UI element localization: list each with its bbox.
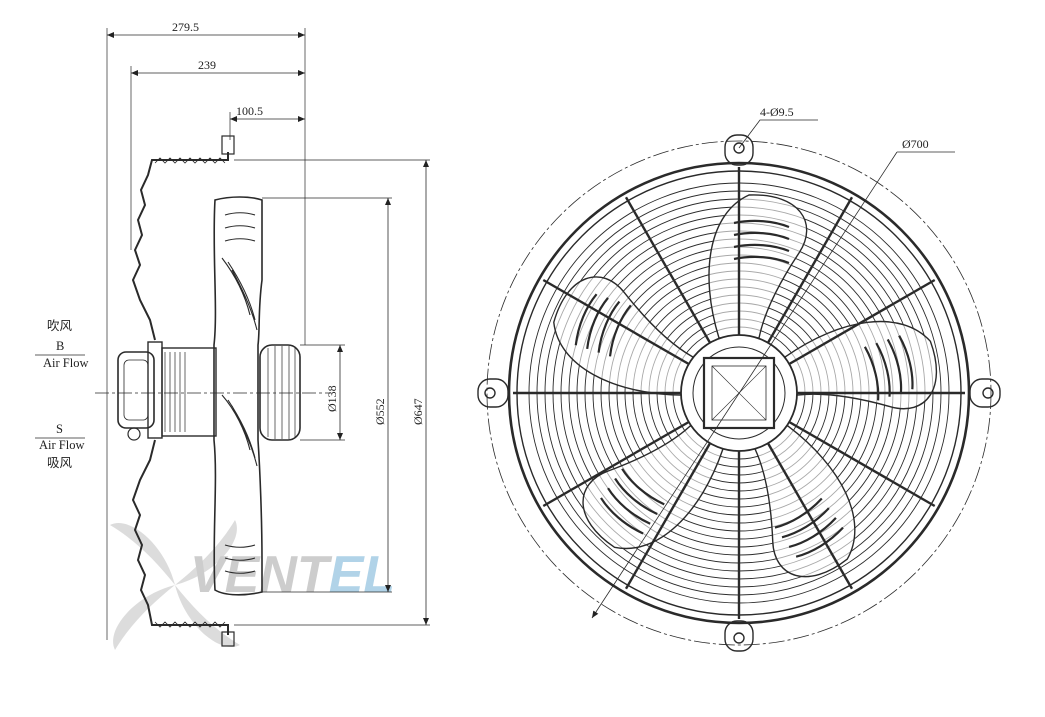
dim-mount-holes: 4-Ø9.5 xyxy=(760,105,794,119)
outer-ring-dashdot xyxy=(486,140,992,646)
airflow-blow-code: B xyxy=(56,339,64,353)
impeller-blade xyxy=(708,194,808,339)
dim-hub-offset: 100.5 xyxy=(236,104,263,118)
motor-fins xyxy=(164,352,186,432)
leader-outer-diameter xyxy=(591,151,898,619)
rotor-ribs xyxy=(267,346,296,439)
guard-spoke xyxy=(788,420,936,508)
guard-spoke xyxy=(542,420,690,508)
dim-overall-depth: 279.5 xyxy=(172,20,199,34)
airflow-suck-label: Air Flow xyxy=(39,438,85,452)
dim-outer-diameter: Ø700 xyxy=(902,137,929,151)
guard-spoke xyxy=(624,442,712,590)
side-view xyxy=(35,28,430,647)
logo-fan-icon xyxy=(110,520,240,650)
airflow-suck-cn: 吸风 xyxy=(47,456,73,470)
watermark-brand: VENTEL xyxy=(190,546,395,604)
front-view xyxy=(477,119,1001,652)
mount-foot-bottom xyxy=(221,631,235,647)
guard-spoke xyxy=(766,442,854,590)
watermark-logo: VENTEL xyxy=(110,520,395,650)
airflow-suck-code: S xyxy=(56,422,63,436)
mount-tab-bottom xyxy=(724,620,754,652)
guard-profile xyxy=(131,152,229,635)
guard-teeth-bottom xyxy=(154,621,226,628)
junction-box-inner xyxy=(711,365,767,421)
junction-box-bolt xyxy=(127,427,141,441)
leader-mount-holes xyxy=(738,119,818,149)
hub-inner xyxy=(692,346,786,440)
mount-foot-top xyxy=(221,135,235,155)
airflow-blow-cn: 吹风 xyxy=(47,319,73,333)
blade-profile xyxy=(213,196,263,596)
dim-guard-depth: 239 xyxy=(198,58,216,72)
guard-spokes xyxy=(513,167,965,619)
mount-tab-right xyxy=(969,378,1001,408)
rotor-hub xyxy=(259,344,301,441)
motor-flange xyxy=(147,341,163,439)
mount-tab-top xyxy=(724,134,754,166)
dim-hub-diameter: Ø138 xyxy=(325,385,339,412)
guard-spoke xyxy=(542,278,690,366)
airflow-blow-label: Air Flow xyxy=(43,356,89,370)
watermark-tail: EL xyxy=(329,546,395,604)
dim-impeller-diameter: Ø552 xyxy=(373,398,387,425)
blade-slots xyxy=(221,212,258,574)
guard-teeth-top xyxy=(154,157,226,164)
guard-spoke xyxy=(788,278,936,366)
mount-tab-left xyxy=(477,378,509,408)
motor-endcap xyxy=(123,359,149,421)
guard-rim-outer xyxy=(507,161,971,625)
dim-guard-diameter: Ø647 xyxy=(411,398,425,425)
guard-spoke xyxy=(624,196,712,344)
guard-spoke xyxy=(766,196,854,344)
motor-shell xyxy=(161,347,217,437)
impeller-blade xyxy=(582,424,724,550)
